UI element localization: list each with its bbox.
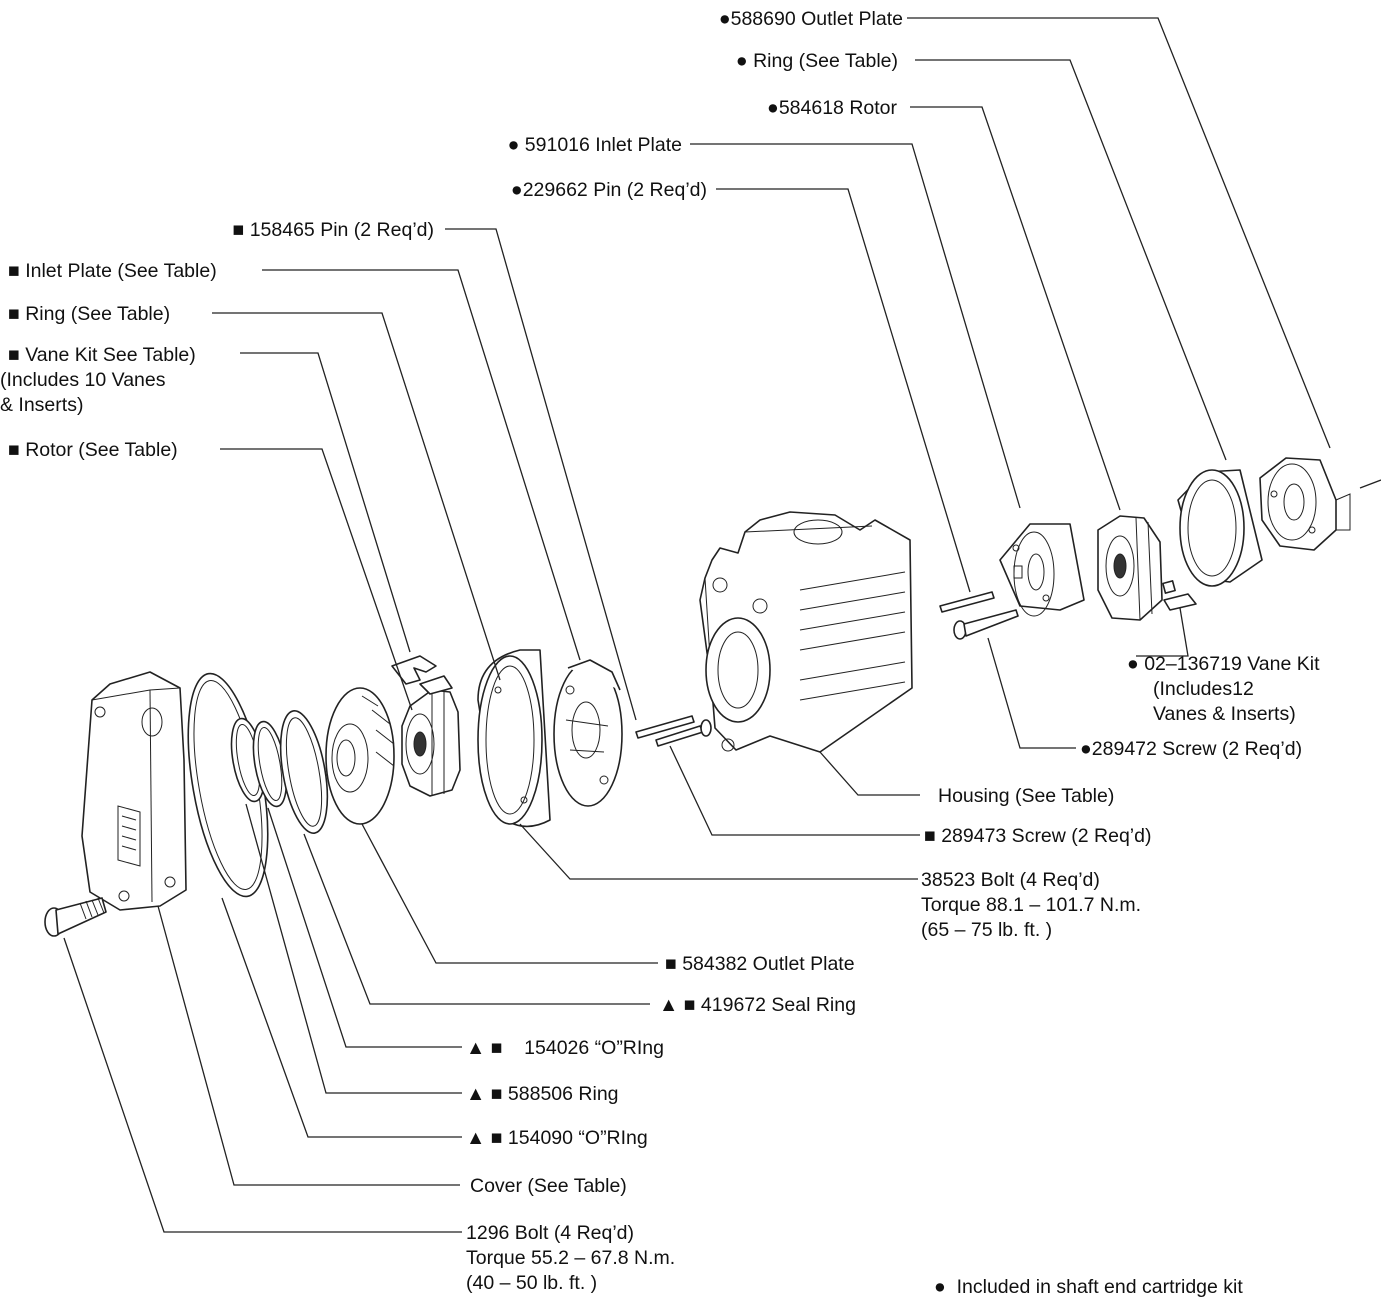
label-bolt-1296-line2: Torque 55.2 – 67.8 N.m.	[466, 1247, 675, 1269]
label-bolt-38523-line1: 38523 Bolt (4 Req’d)	[921, 869, 1100, 891]
label-cover: Cover (See Table)	[470, 1175, 627, 1197]
leader-lines	[63, 17, 1381, 1233]
label-bolt-1296-line1: 1296 Bolt (4 Req’d)	[466, 1222, 634, 1244]
rotor-584618-part	[1097, 515, 1163, 621]
label-vane-kit-line1: ■ Vane Kit See Table)	[8, 344, 196, 366]
inlet-plate-left-part	[553, 659, 623, 807]
label-vane-kit-line3: & Inserts)	[0, 394, 83, 416]
label-oring-154090: ▲ ■ 154090 “O”RIng	[466, 1127, 648, 1149]
housing-part	[699, 511, 913, 753]
bolt-1296-part	[44, 897, 107, 937]
pin-158465-part	[635, 715, 695, 739]
label-outlet-plate-584382: ■ 584382 Outlet Plate	[665, 953, 855, 975]
label-bolt-1296-line3: (40 – 50 lb. ft. )	[466, 1272, 597, 1294]
label-housing: Housing (See Table)	[938, 785, 1114, 807]
ring-top-part	[1177, 469, 1263, 587]
seal-ring-419672-part	[279, 710, 329, 834]
outlet-plate-584382-part	[325, 687, 395, 825]
label-screw-289472: ●289472 Screw (2 Req’d)	[1080, 738, 1302, 760]
label-ring-see-table-top: ● Ring (See Table)	[736, 50, 898, 72]
label-pin-229662: ●229662 Pin (2 Req’d)	[511, 179, 707, 201]
label-vane-kit-136719-line3: Vanes & Inserts)	[1153, 703, 1296, 725]
label-vane-kit-136719-line1: ● 02–136719 Vane Kit	[1127, 653, 1320, 675]
vane-kit-part	[391, 655, 453, 695]
label-pin-158465: ■ 158465 Pin (2 Req’d)	[233, 219, 434, 241]
vane-kit-136719-part	[1162, 580, 1197, 611]
label-bolt-38523-line2: Torque 88.1 – 101.7 N.m.	[921, 894, 1141, 916]
ring-left-part	[477, 649, 551, 828]
legend-circle-note: ● Included in shaft end cartridge kit	[934, 1276, 1243, 1298]
label-oring-154026: ▲ ■ 154026 “O”RIng	[466, 1037, 664, 1059]
inlet-plate-591016-part	[999, 523, 1085, 617]
pin-229662-part	[939, 591, 995, 613]
label-bolt-38523-line3: (65 – 75 lb. ft. )	[921, 919, 1052, 941]
outlet-plate-588690-part	[1259, 457, 1351, 551]
label-vane-kit-line2: (Includes 10 Vanes	[0, 369, 166, 391]
label-ring-588506: ▲ ■ 588506 Ring	[466, 1083, 619, 1105]
label-inlet-plate-591016: ● 591016 Inlet Plate	[508, 134, 682, 156]
label-vane-kit-136719-line2: (Includes12	[1153, 678, 1254, 700]
label-ring-see-table-left: ■ Ring (See Table)	[8, 303, 170, 325]
label-rotor-584618: ●584618 Rotor	[767, 97, 897, 119]
part-labels: ●588690 Outlet Plate ● Ring (See Table) …	[0, 8, 1320, 1298]
screw-289473-part	[655, 719, 712, 747]
label-inlet-plate-see-table: ■ Inlet Plate (See Table)	[8, 260, 217, 282]
label-screw-289473: ■ 289473 Screw (2 Req’d)	[924, 825, 1151, 847]
screw-289472-part	[953, 609, 1019, 640]
label-outlet-plate-588690: ●588690 Outlet Plate	[719, 8, 903, 30]
rotor-part	[401, 689, 461, 797]
label-seal-ring-419672: ▲ ■ 419672 Seal Ring	[659, 994, 856, 1016]
label-rotor-see-table: ■ Rotor (See Table)	[8, 439, 178, 461]
cover-part	[81, 671, 187, 911]
